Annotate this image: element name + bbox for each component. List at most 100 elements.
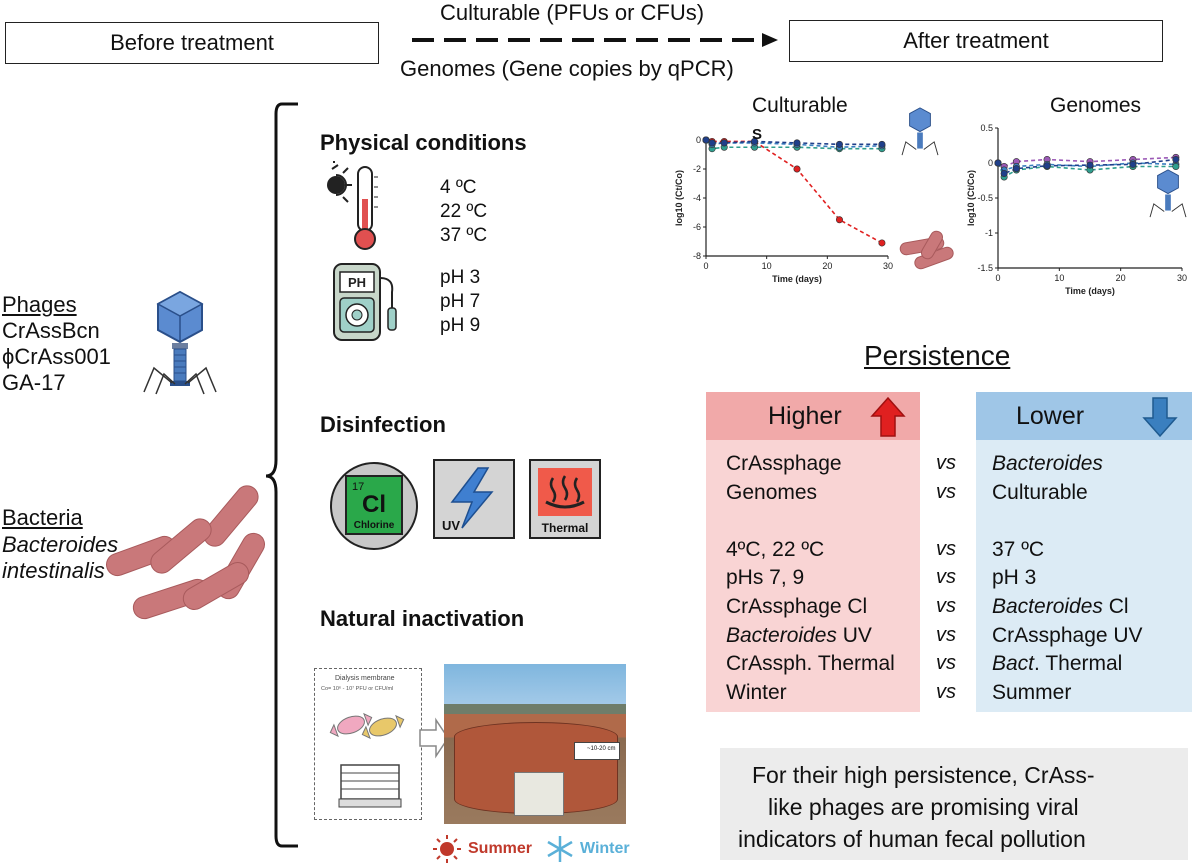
bacteria-heading: Bacteria bbox=[2, 505, 83, 530]
vs-label-6: vs bbox=[936, 624, 956, 646]
higher-item-7: CrAssph. Thermal bbox=[726, 652, 895, 675]
ph-meter-icon: PH bbox=[333, 263, 397, 341]
vs-label-3: vs bbox=[936, 538, 956, 560]
phages-heading: Phages bbox=[2, 292, 77, 317]
thermal-label: Thermal bbox=[542, 521, 589, 535]
ph-1: pH 3 bbox=[440, 267, 481, 288]
lower-item-italic: Bacteroides bbox=[992, 595, 1103, 618]
ph-2: pH 7 bbox=[440, 291, 481, 312]
chart-phage-icon-2 bbox=[1149, 169, 1187, 218]
bacteria-name-1: Bacteroides bbox=[2, 532, 119, 557]
temp-3: 37 ºC bbox=[440, 225, 488, 246]
y-tick-label: -0.5 bbox=[977, 193, 993, 203]
dashed-arrow bbox=[412, 33, 778, 47]
series-line-1 bbox=[705, 139, 883, 244]
uv-label: UV bbox=[442, 518, 460, 533]
higher-item-3: 4ºC, 22 ºC bbox=[726, 538, 825, 561]
ph-3: pH 9 bbox=[440, 315, 481, 336]
sun-icon bbox=[433, 835, 461, 863]
higher-item-6: Bacteroides UV bbox=[726, 624, 872, 648]
bacteria-name-2: intestinalis bbox=[2, 558, 105, 583]
higher-item-2: Genomes bbox=[726, 481, 818, 504]
vs-label-4: vs bbox=[936, 566, 956, 588]
depth-label: ~10-20 cm bbox=[587, 746, 616, 752]
x-tick-label: 30 bbox=[883, 261, 893, 271]
lower-item-italic: Bact bbox=[992, 652, 1035, 675]
x-tick-label: 10 bbox=[762, 261, 772, 271]
lower-item-rest: . Thermal bbox=[1034, 652, 1123, 675]
lower-item-5: Bacteroides Cl bbox=[992, 595, 1129, 619]
y-tick-label: 0 bbox=[696, 135, 701, 145]
membrane-subtitle: Co= 10⁶ - 10⁷ PFU or CFU/ml bbox=[321, 686, 394, 692]
conclusion-box bbox=[720, 748, 1188, 860]
y-axis-label: log10 (Ct/Co) bbox=[674, 170, 684, 226]
lower-column bbox=[976, 392, 1192, 712]
lower-item-rest: Cl bbox=[1102, 595, 1129, 618]
lower-item-3: 37 ºC bbox=[992, 538, 1045, 561]
vs-label-5: vs bbox=[936, 595, 956, 617]
x-tick-label: 30 bbox=[1177, 273, 1187, 283]
bacteria-icon bbox=[106, 485, 265, 620]
ph-meter-label: PH bbox=[348, 275, 366, 290]
thermal-icon: Thermal bbox=[529, 459, 601, 539]
natural-inactivation-title: Natural inactivation bbox=[320, 606, 525, 631]
data-point bbox=[751, 137, 759, 145]
temp-2: 22 ºC bbox=[440, 201, 488, 222]
y-tick-label: -1 bbox=[985, 228, 993, 238]
lower-item-7: Bact. Thermal bbox=[992, 652, 1122, 676]
y-tick-label: 0.5 bbox=[980, 123, 993, 133]
y-tick-label: -4 bbox=[693, 193, 701, 203]
before-treatment-label: Before treatment bbox=[110, 30, 274, 55]
data-point bbox=[1129, 160, 1137, 168]
uv-icon: UV bbox=[433, 459, 515, 539]
lower-label: Lower bbox=[1016, 402, 1085, 430]
physical-conditions-title: Physical conditions bbox=[320, 130, 527, 155]
data-point bbox=[1012, 165, 1020, 173]
chart-phage-icon bbox=[901, 107, 939, 156]
higher-item-1: CrAssphage bbox=[726, 452, 842, 475]
data-point bbox=[835, 140, 843, 148]
higher-item-5: CrAssphage Cl bbox=[726, 595, 868, 618]
higher-item-4: pHs 7, 9 bbox=[726, 566, 805, 589]
summer-label: Summer bbox=[468, 840, 533, 857]
arrow-top-label: Culturable (PFUs or CFUs) bbox=[440, 0, 705, 25]
x-tick-label: 20 bbox=[822, 261, 832, 271]
vs-label-2: vs bbox=[936, 481, 956, 503]
phage-icon bbox=[143, 290, 217, 395]
winter-label: Winter bbox=[580, 840, 630, 857]
higher-label: Higher bbox=[768, 402, 842, 430]
vs-label-1: vs bbox=[936, 452, 956, 474]
phage-name-1: CrAssBcn bbox=[2, 318, 100, 343]
chlorine-icon: 17 Cl Chlorine bbox=[330, 462, 418, 550]
data-point bbox=[1086, 161, 1094, 169]
data-point bbox=[1172, 162, 1180, 170]
conclusion-line-2: like phages are promising viral bbox=[768, 794, 1079, 820]
data-point bbox=[878, 239, 886, 247]
data-point bbox=[720, 139, 728, 147]
y-tick-label: -1.5 bbox=[977, 263, 993, 273]
data-point bbox=[878, 140, 886, 148]
temp-1: 4 ºC bbox=[440, 177, 477, 198]
snowflake-icon bbox=[547, 836, 573, 862]
higher-item-italic: Bacteroides bbox=[726, 624, 837, 647]
vs-label-8: vs bbox=[936, 681, 956, 703]
phage-name-2: ϕCrAss001 bbox=[2, 344, 111, 369]
data-point bbox=[835, 216, 843, 224]
data-point bbox=[702, 136, 710, 144]
x-tick-label: 0 bbox=[703, 261, 708, 271]
data-point bbox=[1000, 169, 1008, 177]
vs-label-7: vs bbox=[936, 652, 956, 674]
data-point bbox=[793, 139, 801, 147]
y-tick-label: 0 bbox=[988, 158, 993, 168]
persistence-title: Persistence bbox=[864, 340, 1011, 371]
x-tick-label: 0 bbox=[995, 273, 1000, 283]
chlorine-symbol: Cl bbox=[362, 491, 386, 518]
chart-culturable-title: Culturable bbox=[752, 94, 848, 117]
lower-item-4: pH 3 bbox=[992, 566, 1037, 589]
down-arrow-icon bbox=[1142, 397, 1178, 438]
to-tank-arrow bbox=[419, 717, 449, 759]
lower-item-2: Culturable bbox=[992, 481, 1088, 504]
significance-marker: S bbox=[752, 126, 763, 143]
